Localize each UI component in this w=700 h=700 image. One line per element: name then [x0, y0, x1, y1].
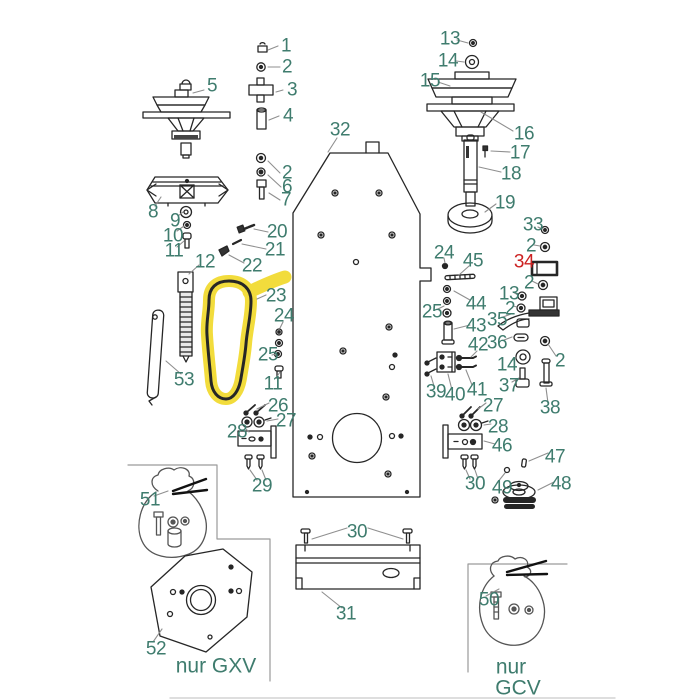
part-16-mandrel	[426, 103, 515, 142]
part-21-pin	[231, 238, 243, 246]
part-28-bracket-left	[237, 425, 277, 459]
caption-nur-gcv-line2: GCV	[495, 676, 541, 700]
part-11-bolt-belt	[274, 365, 284, 379]
part-39-40-bracket	[424, 351, 456, 377]
part-19-disc	[447, 202, 493, 234]
part-5-spindle-assembly	[142, 79, 231, 159]
part-11-bolt-left	[182, 232, 192, 249]
part-45-rod	[444, 273, 476, 281]
part-48-clutch	[502, 480, 536, 509]
part-27-screws-right	[459, 406, 481, 419]
part-33-nut	[540, 225, 550, 235]
part-2-washer-r2	[537, 279, 549, 291]
part-22-stud	[218, 245, 230, 257]
part-12-chain	[177, 271, 194, 363]
part-2-washer-r1	[539, 241, 551, 253]
part-1-bolt	[257, 42, 268, 53]
part-10-nut	[182, 220, 192, 230]
part-24-nut	[441, 262, 449, 270]
part-2-washer-r4	[539, 335, 551, 347]
part-49-hardware	[491, 466, 511, 504]
part-23-belt	[205, 279, 253, 401]
part-53-bar	[146, 309, 165, 406]
part-35-engine-mount	[497, 296, 560, 331]
part-52-plate	[150, 548, 253, 653]
part-50-parts-bag	[479, 555, 549, 646]
part-27-pulleys-left	[241, 416, 272, 428]
part-2-washer-r3	[516, 303, 526, 313]
part-17-bolt	[482, 145, 489, 158]
part-44-washers	[442, 284, 452, 318]
part-7-bolt	[256, 179, 267, 200]
part-4-sleeve	[256, 107, 267, 130]
part-46-bracket	[442, 424, 483, 459]
part-30-bolts-right	[460, 454, 479, 470]
part-31-bracket	[295, 544, 421, 590]
part-51-parts-bag	[138, 467, 209, 558]
part-41-42-pins	[455, 354, 477, 371]
part-14-washer-top	[464, 54, 480, 70]
part-32-deck	[292, 141, 432, 498]
leader-lines	[152, 39, 557, 643]
part-6-washer	[256, 167, 266, 177]
part-47-pin	[521, 458, 527, 468]
part-15-pulley	[427, 71, 517, 105]
gxv-region-border	[127, 464, 271, 682]
part-28-pulleys-right	[457, 418, 489, 432]
caption-nur-gxv: nur GXV	[175, 654, 257, 678]
part-36-slot	[513, 333, 529, 342]
part-30-bolts-bottom	[300, 528, 413, 544]
part-13-nut-top	[468, 38, 478, 48]
part-3-spacer	[248, 77, 274, 103]
part-9-washer	[179, 205, 193, 219]
part-2-washer-mid	[255, 152, 267, 164]
part-26-screws	[243, 404, 266, 416]
part-37-bolt	[515, 367, 530, 388]
part-13-washer-r	[517, 291, 527, 301]
part-29-bolts	[244, 454, 265, 470]
part-43-bolt	[441, 320, 455, 345]
part-8-housing	[146, 176, 229, 207]
part-34-switch-box	[530, 260, 559, 277]
part-38-bolt	[539, 358, 553, 387]
part-14-washer-r	[515, 349, 531, 365]
part-18-shaft	[463, 134, 478, 207]
part-2-washer-top	[256, 62, 266, 72]
caption-nur-gcv-line1: nur	[495, 655, 527, 679]
part-20-screw	[236, 223, 256, 234]
part-24-washers-left	[273, 328, 284, 359]
